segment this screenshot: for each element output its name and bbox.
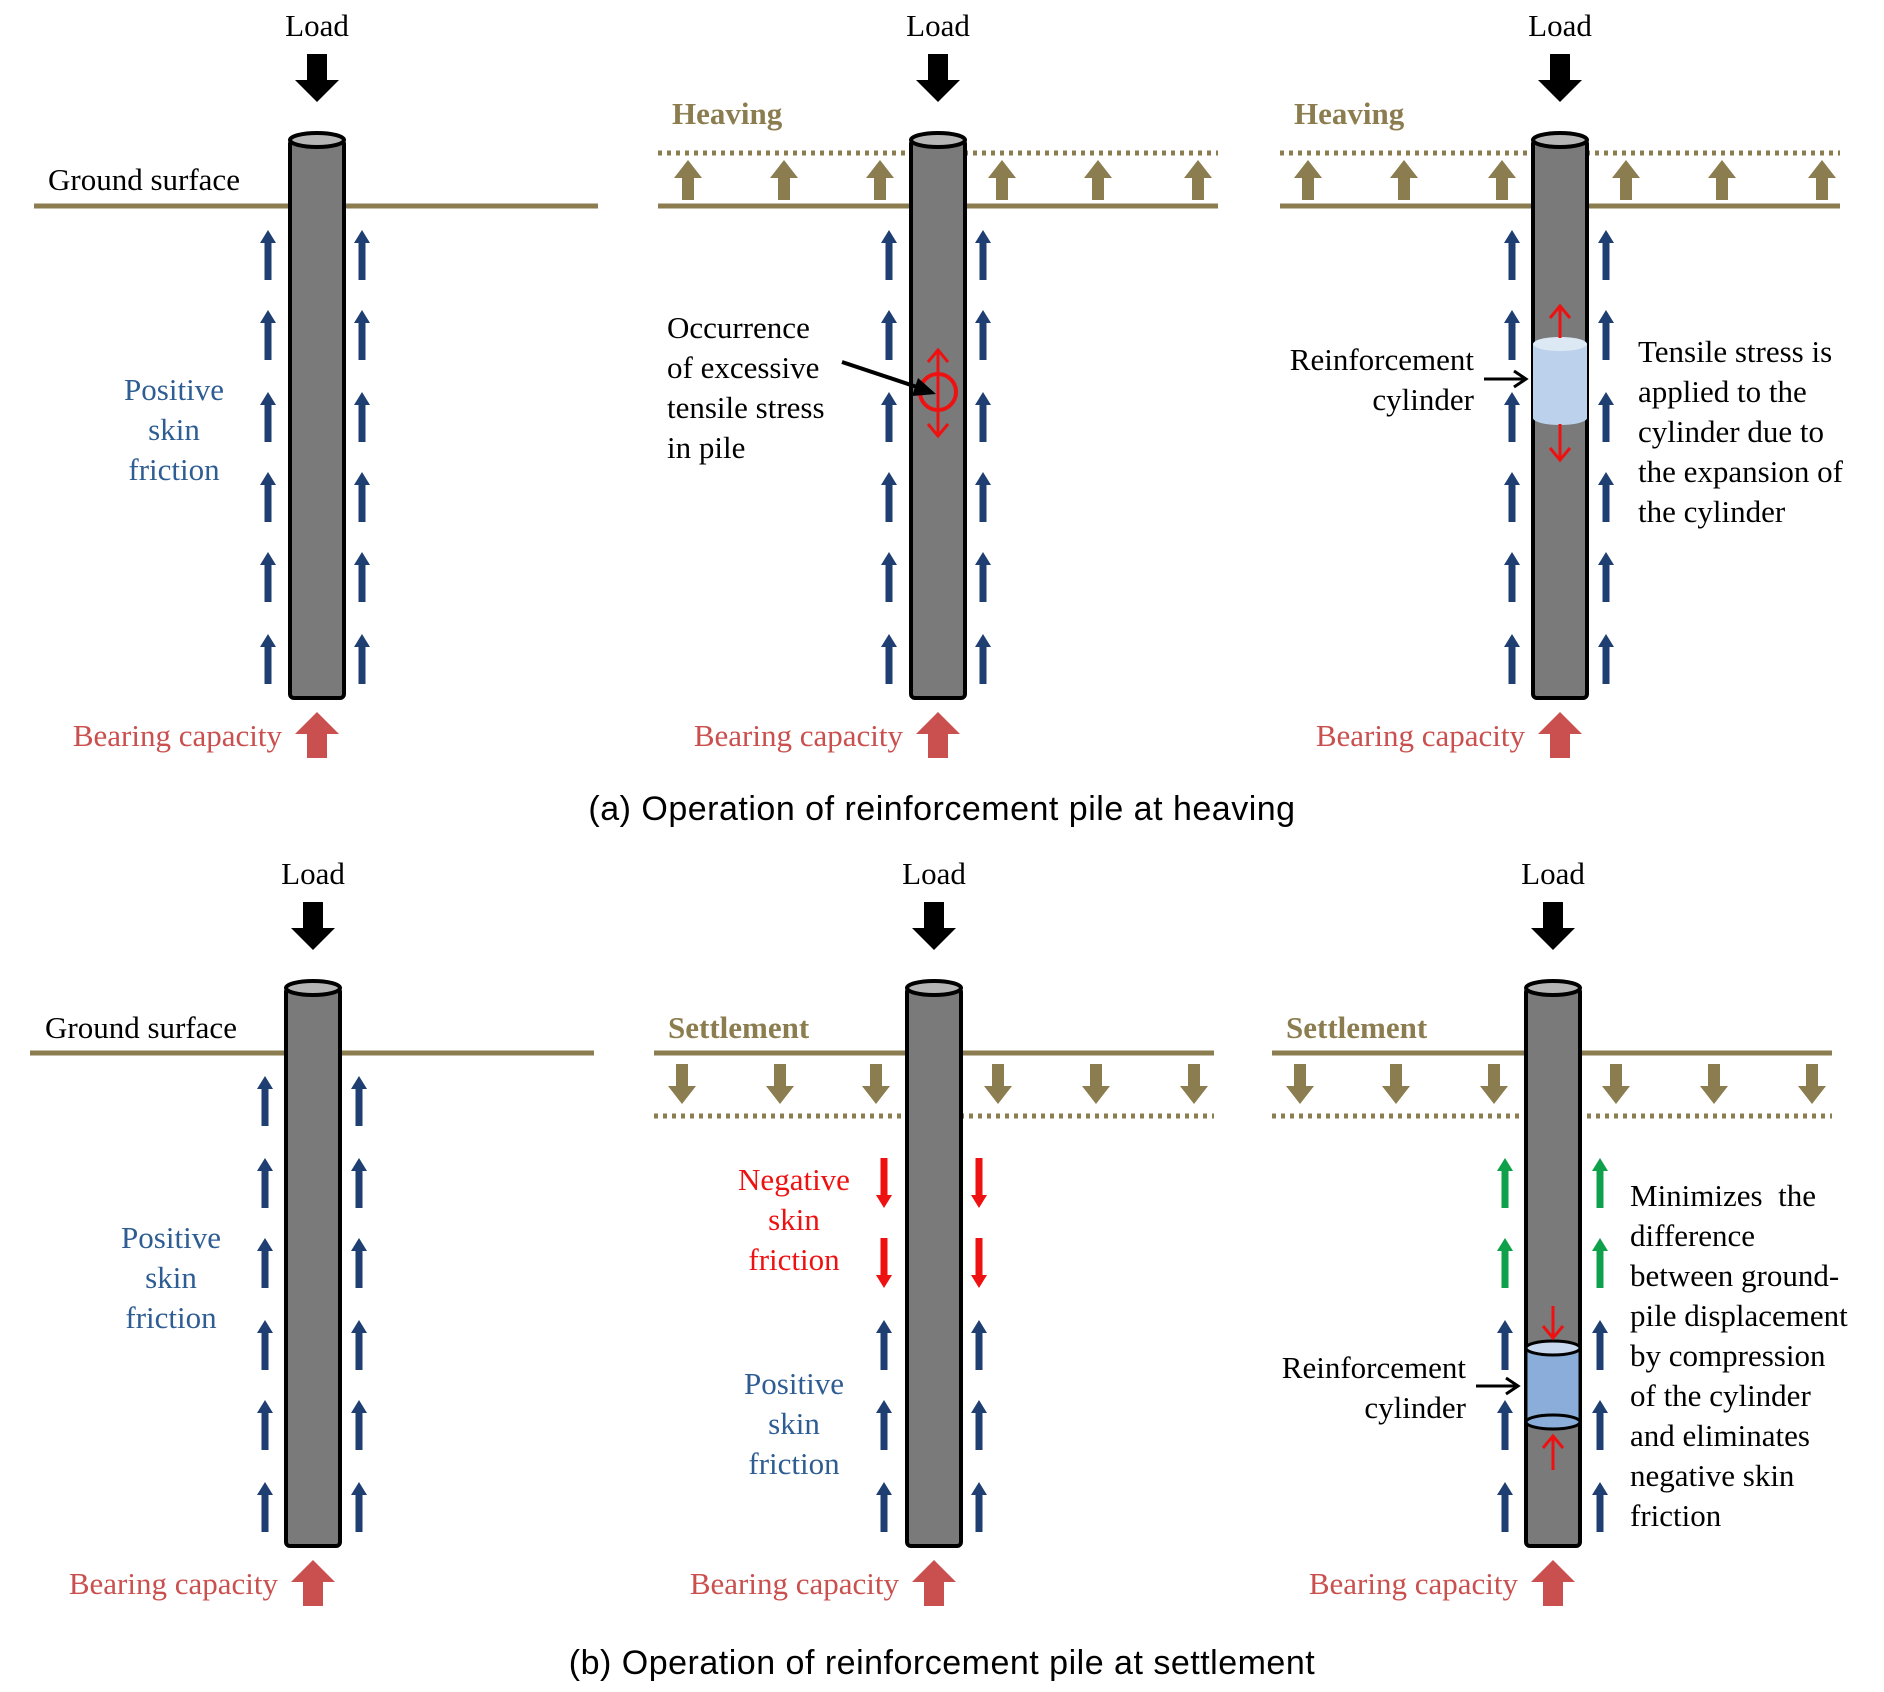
- excessive-tensile-label: Occurrence of excessive tensile stress i…: [667, 310, 825, 465]
- svg-text:Negative: Negative: [738, 1162, 850, 1197]
- positive-friction-label: Positive skin friction: [744, 1366, 844, 1481]
- panel-a3: Load Heaving Re: [1280, 8, 1844, 758]
- load-arrow-icon: [295, 54, 339, 102]
- load-label: Load: [281, 856, 345, 891]
- tensile-note: Tensile stress is applied to the cylinde…: [1638, 334, 1844, 529]
- load-arrow-icon: [912, 902, 956, 950]
- svg-text:pile displacement: pile displacement: [1630, 1298, 1848, 1333]
- pile-top: [284, 979, 342, 997]
- svg-text:negative skin: negative skin: [1630, 1458, 1795, 1493]
- svg-text:and eliminates: and eliminates: [1630, 1418, 1810, 1453]
- svg-text:skin: skin: [145, 1260, 197, 1295]
- svg-text:tensile stress: tensile stress: [667, 390, 825, 425]
- bearing-capacity-label: Bearing capacity: [1316, 718, 1526, 753]
- heaving-label: Heaving: [672, 96, 783, 131]
- pile-top: [909, 131, 967, 149]
- bearing-arrow-icon: [1531, 1560, 1575, 1606]
- bearing-arrow-icon: [916, 712, 960, 758]
- settlement-label: Settlement: [668, 1010, 810, 1045]
- svg-text:the cylinder: the cylinder: [1638, 494, 1786, 529]
- reinforcement-cylinder-label: Reinforcement cylinder: [1282, 1350, 1467, 1425]
- positive-friction-label: Positive skin friction: [124, 372, 224, 487]
- bearing-capacity-label: Bearing capacity: [1309, 1566, 1519, 1601]
- svg-text:cylinder: cylinder: [1364, 1390, 1466, 1425]
- svg-text:of excessive: of excessive: [667, 350, 819, 385]
- load-arrow-icon: [1538, 54, 1582, 102]
- bearing-capacity-label: Bearing capacity: [690, 1566, 900, 1601]
- svg-text:Positive: Positive: [744, 1366, 844, 1401]
- reinforcement-cylinder-icon: [1533, 303, 1587, 463]
- svg-text:the expansion of: the expansion of: [1638, 454, 1844, 489]
- bearing-arrow-icon: [912, 1560, 956, 1606]
- bearing-arrow-icon: [291, 1560, 335, 1606]
- svg-text:skin: skin: [148, 412, 200, 447]
- pile-top: [1524, 979, 1582, 997]
- bearing-arrow-icon: [295, 712, 339, 758]
- svg-text:friction: friction: [128, 452, 220, 487]
- ground-surface-label: Ground surface: [45, 1010, 237, 1045]
- caption-b: (b) Operation of reinforcement pile at s…: [569, 1644, 1315, 1682]
- negative-friction-label: Negative skin friction: [738, 1162, 850, 1277]
- pile-top: [1531, 131, 1589, 149]
- load-label: Load: [902, 856, 966, 891]
- svg-text:between ground-: between ground-: [1630, 1258, 1839, 1293]
- pile-body: [284, 986, 342, 1548]
- settlement-label: Settlement: [1286, 1010, 1428, 1045]
- load-arrow-icon: [916, 54, 960, 102]
- svg-text:Positive: Positive: [124, 372, 224, 407]
- svg-text:friction: friction: [748, 1242, 840, 1277]
- load-arrow-icon: [1531, 902, 1575, 950]
- svg-text:friction: friction: [748, 1446, 840, 1481]
- caption-a: (a) Operation of reinforcement pile at h…: [588, 790, 1295, 828]
- callout-arrowhead: [912, 378, 936, 396]
- svg-text:Tensile stress is: Tensile stress is: [1638, 334, 1832, 369]
- heaving-label: Heaving: [1294, 96, 1405, 131]
- panel-a2: Load Heaving Occurrence of exc: [658, 8, 1218, 758]
- panel-b2: Load Settlement Negative skin friction P…: [654, 856, 1214, 1606]
- panel-a1: Load Ground surface Positive skin fricti…: [34, 8, 598, 758]
- svg-text:cylinder: cylinder: [1372, 382, 1474, 417]
- svg-text:difference: difference: [1630, 1218, 1755, 1253]
- svg-text:applied to the: applied to the: [1638, 374, 1807, 409]
- minimize-note: Minimizes the difference between ground-…: [1630, 1178, 1848, 1533]
- pile-top: [905, 979, 963, 997]
- panel-b1: Load Ground surface Positive skin fricti…: [30, 856, 594, 1606]
- load-label: Load: [1528, 8, 1592, 43]
- svg-text:skin: skin: [768, 1202, 820, 1237]
- svg-text:friction: friction: [125, 1300, 217, 1335]
- reinforcement-cylinder-icon: [1524, 1306, 1582, 1470]
- load-arrow-icon: [291, 902, 335, 950]
- bearing-arrow-icon: [1538, 712, 1582, 758]
- ground-surface-label: Ground surface: [48, 162, 240, 197]
- pile-body: [905, 986, 963, 1548]
- bearing-capacity-label: Bearing capacity: [73, 718, 283, 753]
- svg-text:Occurrence: Occurrence: [667, 310, 810, 345]
- bearing-capacity-label: Bearing capacity: [694, 718, 904, 753]
- load-label: Load: [1521, 856, 1585, 891]
- svg-text:of the cylinder: of the cylinder: [1630, 1378, 1811, 1413]
- load-label: Load: [285, 8, 349, 43]
- load-label: Load: [906, 8, 970, 43]
- bearing-capacity-label: Bearing capacity: [69, 1566, 279, 1601]
- reinforcement-cylinder-label: Reinforcement cylinder: [1290, 342, 1475, 417]
- svg-text:friction: friction: [1630, 1498, 1722, 1533]
- svg-text:by compression: by compression: [1630, 1338, 1826, 1373]
- svg-text:Minimizes the: Minimizes the: [1630, 1178, 1816, 1213]
- callout-line: [841, 360, 927, 392]
- positive-friction-label: Positive skin friction: [121, 1220, 221, 1335]
- svg-text:skin: skin: [768, 1406, 820, 1441]
- pile-body: [288, 138, 346, 700]
- svg-text:Reinforcement: Reinforcement: [1282, 1350, 1467, 1385]
- svg-text:Reinforcement: Reinforcement: [1290, 342, 1475, 377]
- svg-text:cylinder due to: cylinder due to: [1638, 414, 1824, 449]
- svg-text:Positive: Positive: [121, 1220, 221, 1255]
- callout-arrowhead: [1505, 1376, 1521, 1396]
- svg-text:in pile: in pile: [667, 430, 745, 465]
- callout-arrowhead: [1513, 369, 1529, 389]
- panel-b3: Load Settlement: [1272, 856, 1848, 1606]
- pile-top: [288, 131, 346, 149]
